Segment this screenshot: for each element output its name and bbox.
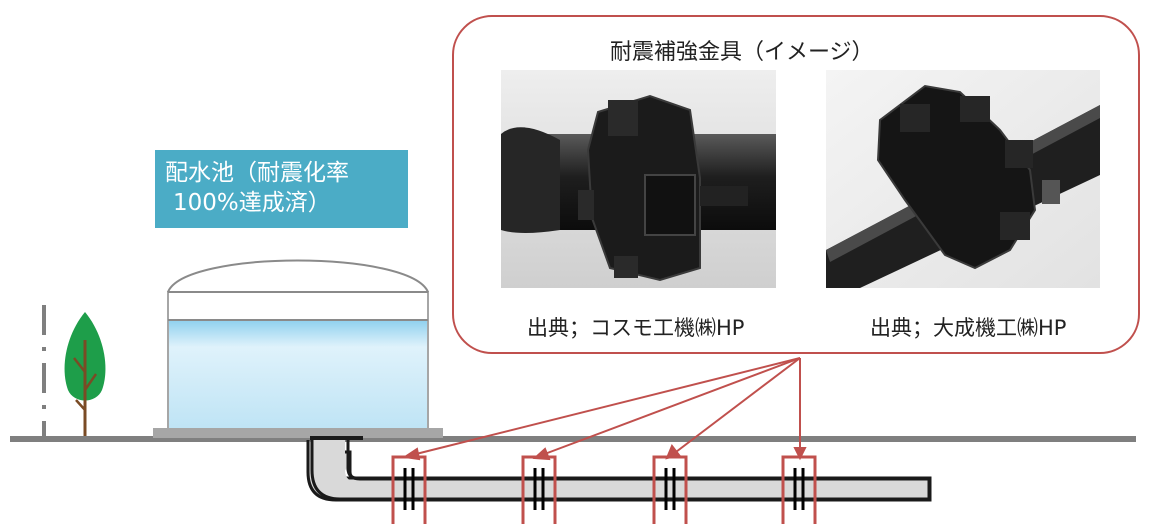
reservoir-tank [153, 259, 443, 438]
underground-pipe [306, 436, 932, 502]
reservoir-label-line1: 配水池（耐震化率 [165, 160, 349, 186]
tree-icon [64, 312, 106, 436]
reservoir-label: 配水池（耐震化率 100%達成済） [155, 150, 408, 228]
coupling-photo-left [501, 70, 776, 288]
ground-line [10, 436, 1136, 442]
photo-caption-left: 出典；コスモ工機㈱HP [527, 316, 745, 340]
callout-box [452, 15, 1140, 354]
callout-arrows [402, 357, 807, 461]
photo-caption-right: 出典；大成機工㈱HP [870, 316, 1067, 340]
reservoir-label-line2: 100%達成済） [173, 190, 331, 216]
callout-title: 耐震補強金具（イメージ） [610, 40, 874, 65]
coupling-photo-right [826, 70, 1100, 288]
